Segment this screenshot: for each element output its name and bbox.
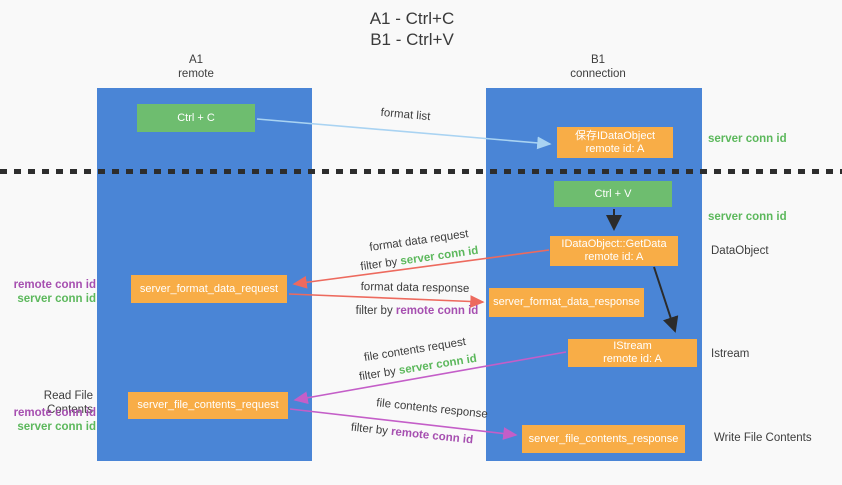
column-b1-role: connection bbox=[570, 68, 626, 80]
node-format-request-label: server_format_data_request bbox=[139, 282, 279, 295]
node-server-file-contents-request: server_file_contents_request bbox=[128, 392, 288, 419]
label-server-conn-id-top: server conn id bbox=[708, 133, 787, 145]
label-read-file-contents: Read File Contents bbox=[43, 390, 93, 416]
label-server-conn-id-1: server conn id bbox=[17, 293, 96, 305]
node-istream: IStream remote id: A bbox=[568, 339, 697, 367]
node-getdata-line2: remote id: A bbox=[584, 251, 644, 263]
label-write-file-contents: Write File Contents bbox=[714, 432, 812, 444]
diagram-title: A1 - Ctrl+C B1 - Ctrl+V bbox=[312, 8, 512, 50]
filter-key-remote-conn-id: remote conn id bbox=[395, 305, 479, 317]
node-save-idataobject: 保存IDataObject remote id: A bbox=[557, 127, 673, 158]
column-header-b1: B1 connection bbox=[548, 53, 648, 81]
column-a1-role: remote bbox=[178, 68, 214, 80]
filter-prefix: filter by bbox=[355, 305, 396, 317]
node-istream-line2: remote id: A bbox=[603, 353, 662, 365]
filter-prefix: filter by bbox=[350, 421, 392, 438]
node-server-file-contents-response: server_file_contents_response bbox=[522, 425, 685, 453]
node-idataobject-getdata: IDataObject::GetData remote id: A bbox=[550, 236, 678, 266]
title-line-b1: B1 - Ctrl+V bbox=[370, 30, 454, 49]
node-ctrl-c: Ctrl + C bbox=[137, 104, 255, 132]
node-server-format-data-response: server_format_data_response bbox=[489, 288, 644, 317]
label-group-format-conn-ids: remote conn id server conn id bbox=[0, 278, 96, 306]
label-remote-conn-id-2: remote conn id bbox=[13, 407, 96, 419]
node-file-request-label: server_file_contents_request bbox=[137, 399, 279, 411]
label-server-conn-id-mid: server conn id bbox=[708, 211, 787, 223]
node-server-format-data-request: server_format_data_request bbox=[131, 275, 287, 303]
phase-divider-dotted-line bbox=[0, 169, 842, 174]
flow-filter-format-data-response: filter by remote conn id bbox=[336, 305, 498, 317]
column-header-a1: A1 remote bbox=[146, 53, 246, 81]
column-a1-id: A1 bbox=[188, 54, 204, 66]
node-format-response-label: server_format_data_response bbox=[493, 296, 640, 308]
filter-key-server-conn-id: server conn id bbox=[399, 244, 480, 268]
label-remote-conn-id-1: remote conn id bbox=[13, 279, 96, 291]
label-istream: Istream bbox=[711, 348, 750, 360]
flow-filter-file-contents-response: filter by remote conn id bbox=[328, 419, 496, 448]
format-data-response-arrow bbox=[288, 293, 485, 308]
node-istream-line1: IStream bbox=[613, 340, 652, 352]
node-getdata-line1: IDataObject::GetData bbox=[561, 238, 667, 250]
label-dataobject: DataObject bbox=[711, 245, 769, 257]
filter-prefix: filter by bbox=[359, 255, 402, 274]
node-ctrl-v-label: Ctrl + V bbox=[594, 187, 632, 200]
node-file-response-label: server_file_contents_response bbox=[528, 432, 679, 445]
flow-label-format-data-response: format data response bbox=[360, 281, 470, 295]
node-save-idataobject-line2: remote id: A bbox=[585, 142, 645, 155]
node-ctrl-c-label: Ctrl + C bbox=[177, 111, 215, 124]
node-ctrl-v: Ctrl + V bbox=[554, 181, 672, 207]
column-b1-id: B1 bbox=[590, 54, 606, 66]
title-line-a1: A1 - Ctrl+C bbox=[369, 9, 455, 28]
node-save-idataobject-line1: 保存IDataObject bbox=[574, 129, 656, 142]
label-group-file-conn-ids: remote conn id server conn id bbox=[0, 406, 96, 434]
filter-prefix: filter by bbox=[358, 365, 400, 384]
filter-key-remote-conn-id: remote conn id bbox=[390, 425, 474, 447]
flow-label-format-list: format list bbox=[380, 106, 431, 124]
label-server-conn-id-2: server conn id bbox=[17, 421, 96, 433]
